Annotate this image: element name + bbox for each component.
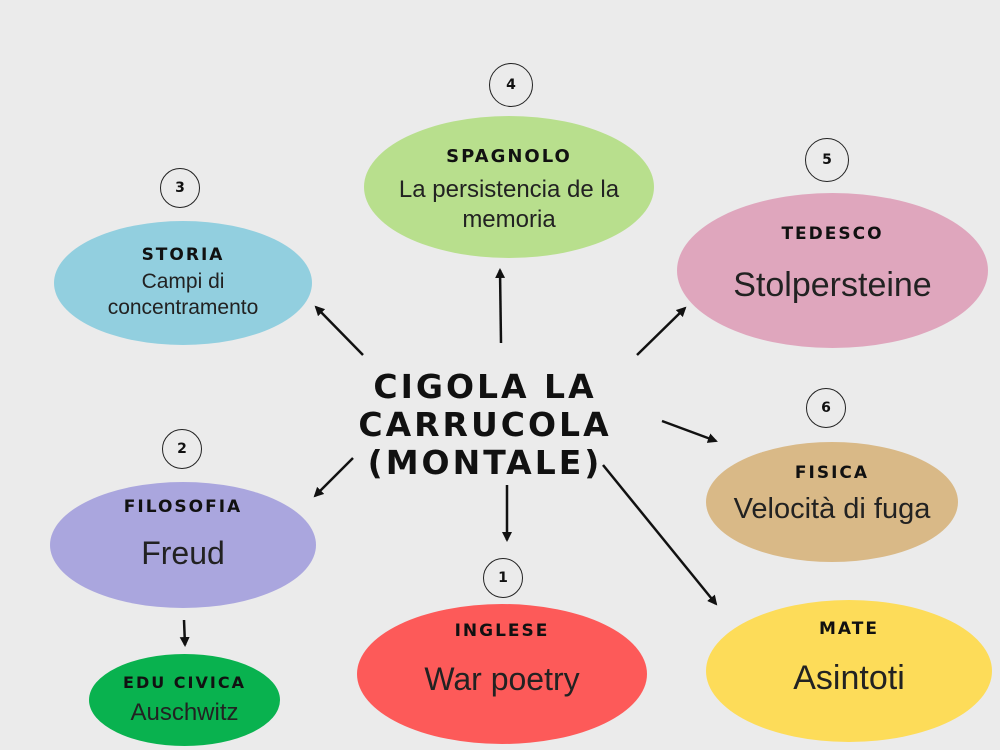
node-subject: INGLESE	[454, 621, 550, 641]
node-number-badge: 1	[483, 558, 523, 598]
node-inglese: INGLESE War poetry	[357, 604, 647, 744]
node-number-badge: 6	[806, 388, 846, 428]
arrow-to-filosofia	[313, 457, 354, 498]
arrow-to-spagnolo	[495, 268, 506, 344]
node-tedesco: TEDESCO Stolpersteine	[677, 193, 988, 348]
node-filosofia: FILOSOFIA Freud	[50, 482, 316, 608]
node-topic: Campi di concentramento	[107, 269, 259, 319]
node-subject: STORIA	[141, 244, 225, 265]
node-topic: La persistencia de la memoria	[398, 175, 620, 233]
node-number-badge: 3	[160, 168, 200, 208]
node-topic: Velocità di fuga	[733, 492, 931, 525]
node-number-badge: 5	[805, 138, 849, 182]
central-topic-line2: (MONTALE)	[367, 443, 603, 482]
node-topic: War poetry	[424, 661, 580, 697]
node-number-badge: 4	[489, 63, 533, 107]
node-subject: SPAGNOLO	[446, 145, 572, 167]
central-topic: CIGOLA LA CARRUCOLA (MONTALE)	[270, 368, 700, 482]
central-topic-line1: CIGOLA LA CARRUCOLA	[358, 367, 612, 444]
node-mate: MATE Asintoti	[706, 600, 992, 742]
node-subject: MATE	[819, 618, 879, 639]
arrow-to-mate	[602, 464, 718, 606]
node-fisica: FISICA Velocità di fuga	[706, 442, 958, 562]
arrow-to-fisica	[661, 419, 718, 443]
node-topic: Asintoti	[793, 658, 905, 697]
node-spagnolo: SPAGNOLO La persistencia de la memoria	[364, 116, 654, 258]
arrow-to-tedesco	[636, 306, 687, 356]
node-storia: STORIA Campi di concentramento	[54, 221, 312, 345]
arrow-to-storia	[314, 305, 364, 356]
node-topic: Stolpersteine	[733, 266, 932, 305]
node-subject: EDU CIVICA	[123, 672, 246, 692]
node-number-badge: 2	[162, 429, 202, 469]
node-subject: FILOSOFIA	[123, 497, 243, 517]
node-subject: TEDESCO	[781, 224, 884, 245]
node-edu-civica: EDU CIVICA Auschwitz	[89, 654, 280, 746]
node-topic: Freud	[141, 535, 225, 571]
node-topic: Auschwitz	[130, 698, 239, 726]
arrow-to-edu-civica	[179, 619, 190, 647]
node-subject: FISICA	[794, 462, 870, 483]
